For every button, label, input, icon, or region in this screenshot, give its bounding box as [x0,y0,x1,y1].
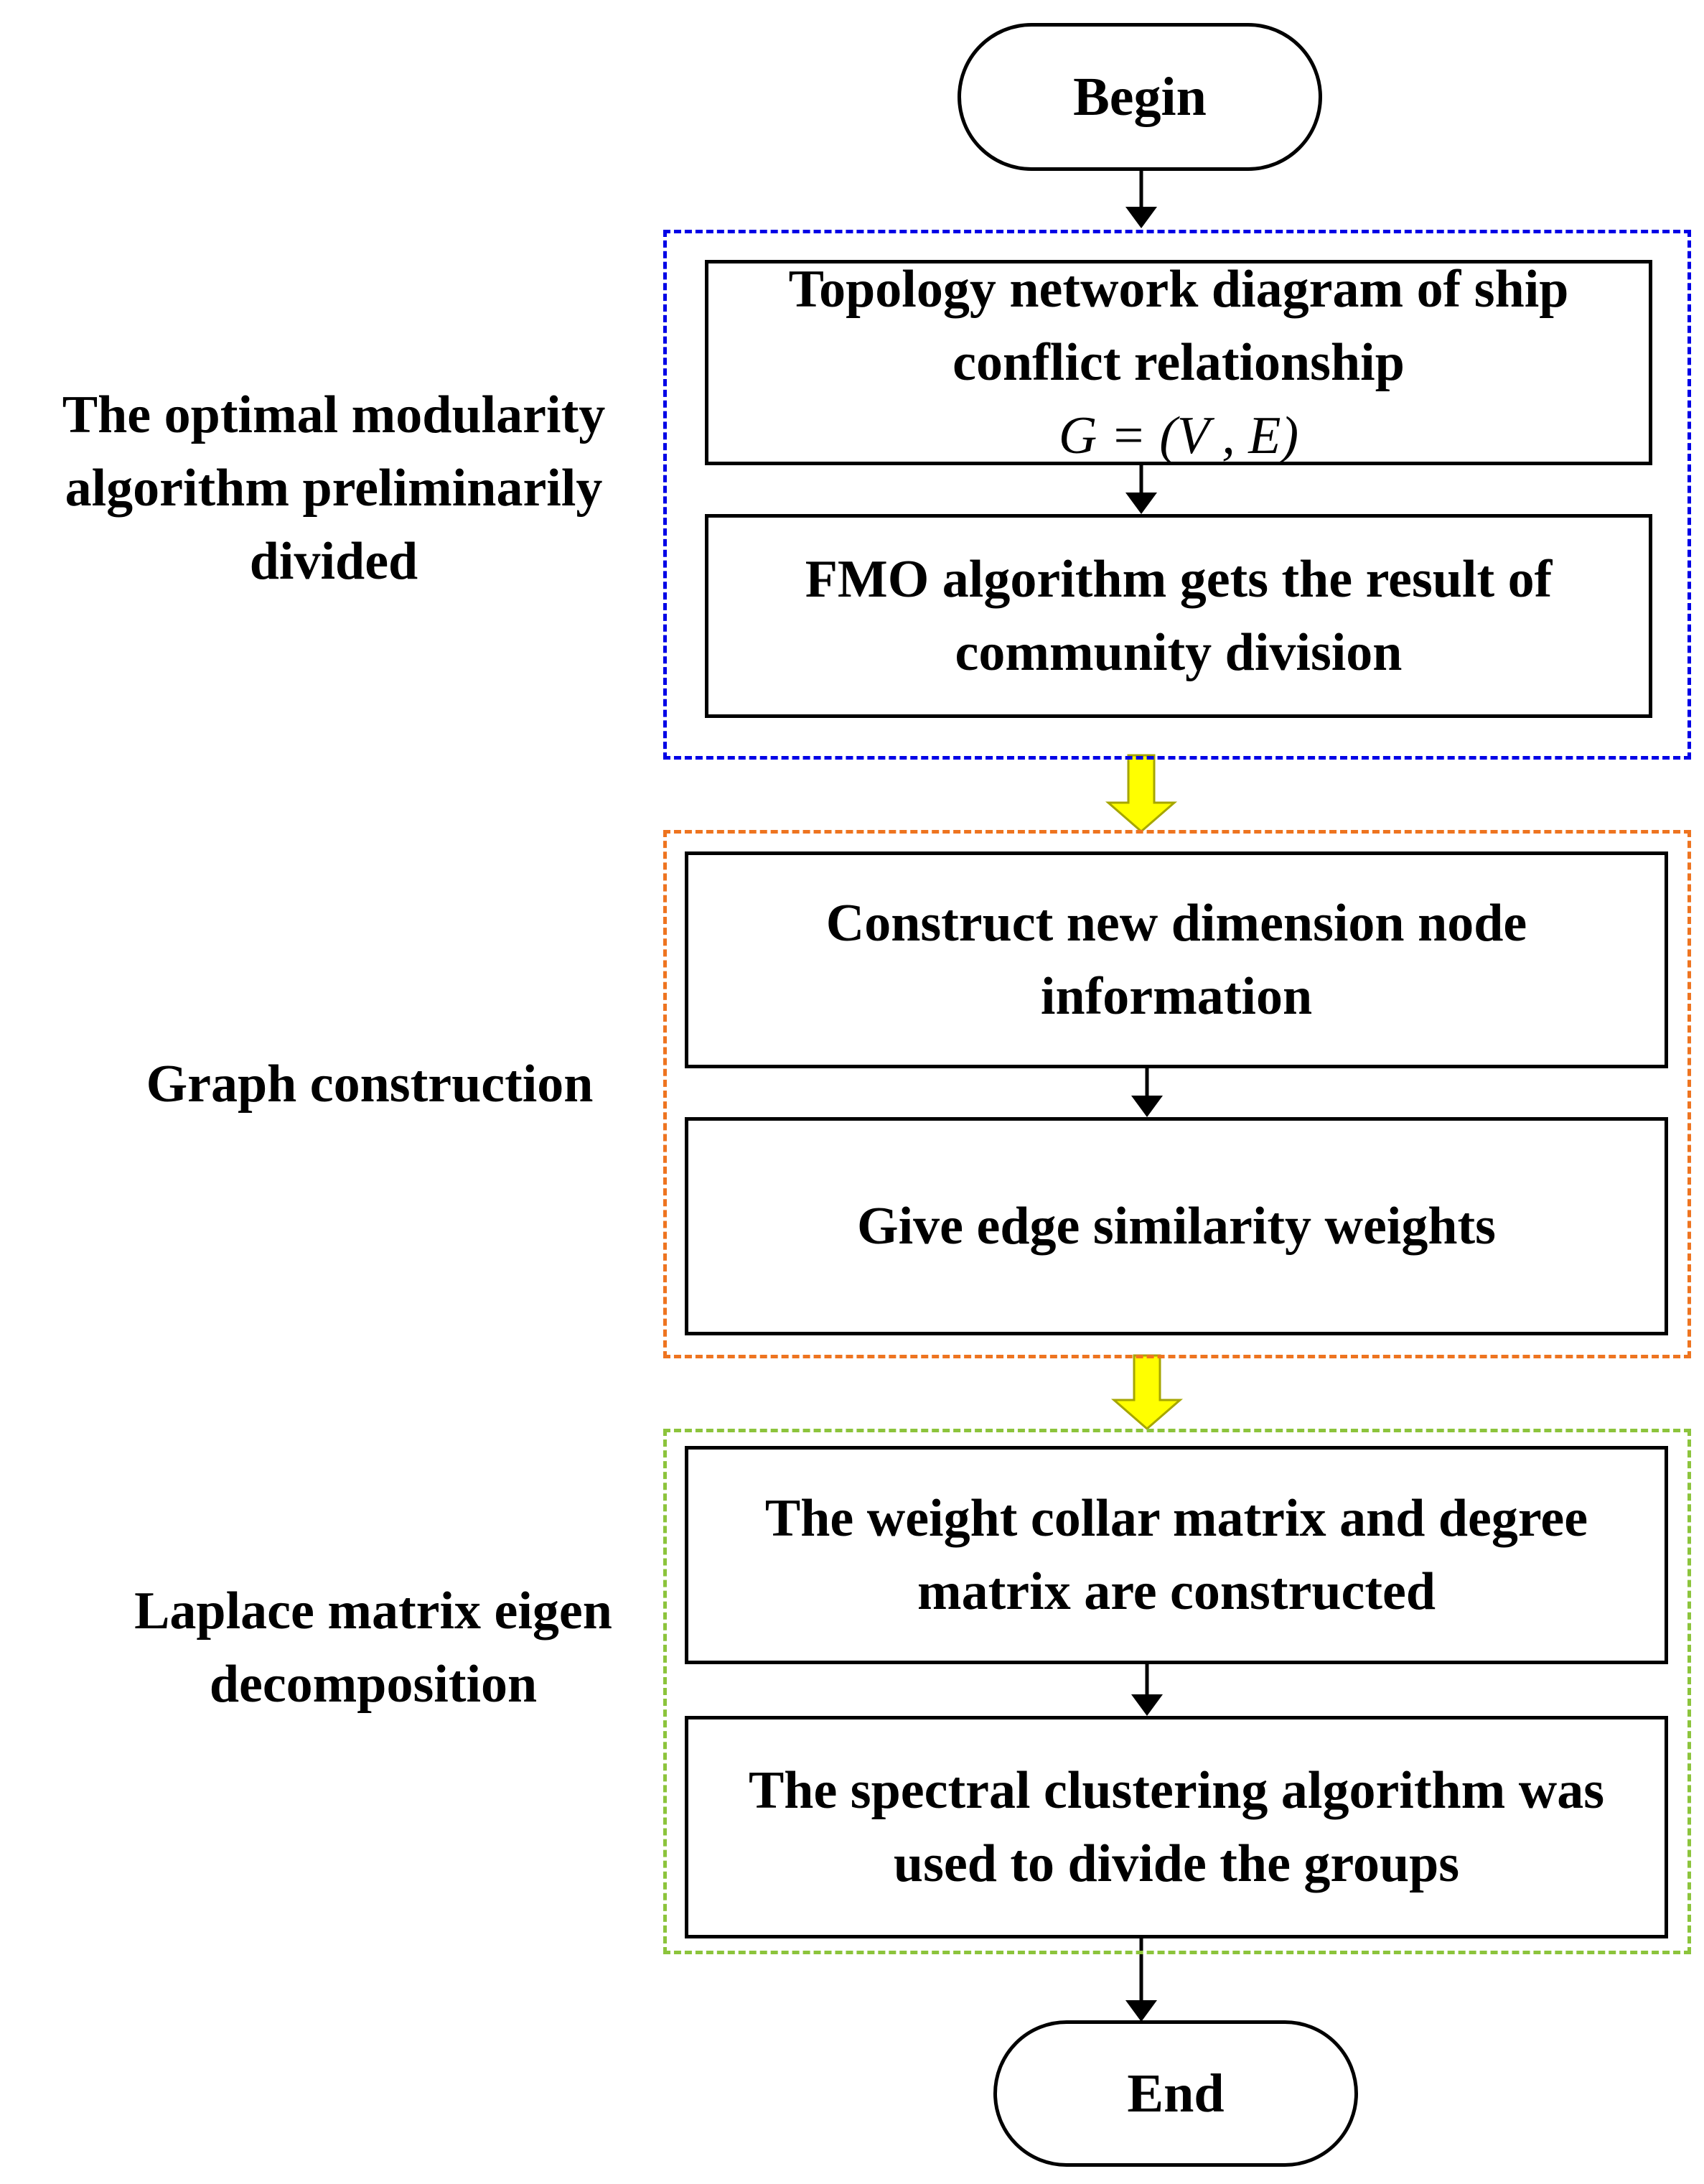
topology-step-box: Topology network diagram of ship conflic… [705,260,1652,465]
weights-step-box: Give edge similarity weights [685,1117,1668,1335]
laplace-group-label: Laplace matrix eigen decomposition [134,1581,612,1714]
topology-step-text: Topology network diagram of ship conflic… [788,259,1569,392]
graph-construction-group [663,830,1691,1358]
arrow-topology-to-fmo [1125,464,1157,514]
begin-terminal: Begin [958,23,1322,171]
topology-formula: G = (V , E) [1058,406,1299,466]
arrow-begin-to-topology [1125,169,1157,228]
graph-construction-label: Graph construction [146,1054,594,1114]
stage-arrow-1 [1105,754,1178,833]
matrix-step-text: The weight collar matrix and degree matr… [764,1488,1588,1621]
construct-step-box: Construct new dimension node information [685,851,1668,1068]
modularity-group [663,230,1691,760]
arrow-construct-to-weights [1131,1068,1163,1117]
fmo-step-box: FMO algorithm gets the result of communi… [705,514,1652,718]
stage-arrow-2 [1110,1354,1184,1430]
fmo-step-text: FMO algorithm gets the result of communi… [805,549,1553,682]
spectral-step-text: The spectral clustering algorithm was us… [748,1760,1605,1893]
weights-step-text: Give edge similarity weights [857,1196,1496,1256]
arrow-spectral-to-end [1125,1938,1157,2022]
end-label: End [1127,2063,1225,2124]
begin-label: Begin [1073,66,1207,127]
construct-step-text: Construct new dimension node information [825,893,1527,1026]
end-terminal: End [993,2020,1358,2167]
arrow-matrix-to-spectral [1131,1664,1163,1716]
laplace-group [663,1429,1691,1954]
spectral-step-box: The spectral clustering algorithm was us… [685,1716,1668,1938]
modularity-group-label: The optimal modularity algorithm prelimi… [62,385,606,592]
matrix-step-box: The weight collar matrix and degree matr… [685,1446,1668,1664]
